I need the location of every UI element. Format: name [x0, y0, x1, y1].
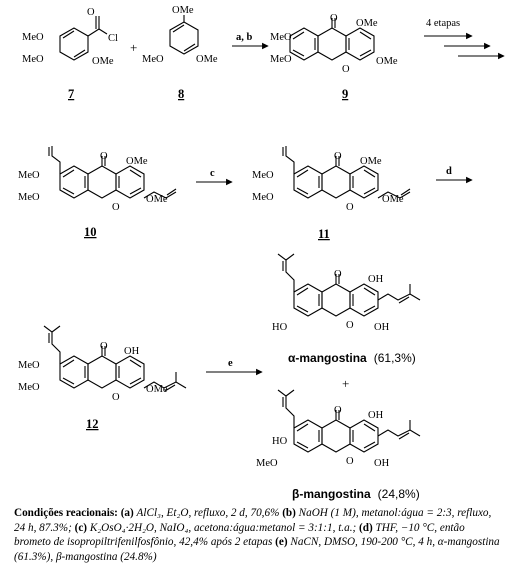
c8-meo: MeO: [142, 54, 164, 65]
compound-12-label: 12: [86, 417, 99, 431]
conditions-heading: Condições reacionais:: [14, 507, 118, 519]
beta-oh-top: OH: [368, 410, 384, 421]
compound-7-label: 7: [68, 87, 74, 101]
compound-7-structure: [59, 16, 108, 61]
c12-ring-o: O: [112, 392, 120, 403]
compound-9-label: 9: [342, 87, 348, 101]
c9-ome-right: OMe: [376, 56, 398, 67]
c11-ome-top: OMe: [360, 156, 382, 167]
c11-meo-top: MeO: [252, 170, 274, 181]
alpha-prenyl-right: [377, 283, 421, 304]
c10-ring-o: O: [112, 202, 120, 213]
c9-meo-bottom: MeO: [270, 54, 292, 65]
cond-e-tag: (e): [275, 536, 288, 549]
c12-carbonyl-o: O: [100, 341, 108, 352]
plus-sign-1: +: [130, 40, 137, 55]
beta-ring-o: O: [346, 456, 354, 467]
alpha-mangostin-yield: (61,3%): [374, 351, 416, 365]
beta-mangostin-name: β-mangostina: [292, 487, 371, 501]
c7-meo-bottom: MeO: [22, 54, 44, 65]
beta-mangostin-yield: (24,8%): [378, 487, 420, 501]
c11-carbonyl-o: O: [334, 151, 342, 162]
c10-carbonyl-o: O: [100, 151, 108, 162]
synthesis-scheme: O Cl MeO MeO OMe 7 + OMe MeO OMe 8 a, b …: [18, 5, 505, 501]
c11-meo-bottom: MeO: [252, 192, 274, 203]
alpha-prenyl-left: [277, 253, 295, 293]
c11-ring-o: O: [346, 202, 354, 213]
c12-oh: OH: [124, 346, 140, 357]
alpha-ring-o: O: [346, 320, 354, 331]
beta-meo-left: MeO: [256, 458, 278, 469]
compound-8-structure: [169, 15, 199, 55]
beta-prenyl-right: [377, 419, 421, 440]
c7-meo-top: MeO: [22, 32, 44, 43]
compound-8-label: 8: [178, 87, 184, 101]
alpha-mangostin-name: α-mangostina: [288, 351, 367, 365]
alpha-mangostin-caption: α-mangostina (61,3%): [288, 351, 416, 365]
reaction-conditions: Condições reacionais: (a) AlCl₃, Et₂O, r…: [14, 506, 504, 564]
c10-meo-bottom: MeO: [18, 192, 40, 203]
arrow-d-label: d: [446, 166, 452, 177]
c7-ome: OMe: [92, 56, 114, 67]
cond-c-tag: (c): [74, 521, 88, 534]
c10-meo-top: MeO: [18, 170, 40, 181]
cond-c-text: K₂OsO₄·2H₂O, NaIO₄, acetona:água:metanol…: [89, 521, 357, 534]
alpha-oh-top: OH: [368, 274, 384, 285]
c9-carbonyl-o: O: [330, 13, 338, 24]
c8-ome-right: OMe: [196, 54, 218, 65]
cond-d-tag: (d): [359, 521, 373, 534]
c12-prenyl-left: [43, 325, 61, 365]
c7-carbonyl-o: O: [87, 7, 95, 18]
cond-b-tag: (b): [282, 507, 296, 519]
c11-allyl-left: [282, 145, 295, 175]
c9-meo-top: MeO: [270, 32, 292, 43]
alpha-ho-left: HO: [272, 322, 288, 333]
beta-prenyl-left: [277, 389, 295, 429]
plus-sign-2: +: [342, 376, 349, 391]
beta-oh-right: OH: [374, 458, 390, 469]
c8-ome-top: OMe: [172, 5, 194, 16]
beta-mangostin-structure: [293, 409, 379, 453]
c12-meo-top: MeO: [18, 360, 40, 371]
arrow-e-label: e: [228, 358, 233, 369]
compound-11-label: 11: [318, 227, 330, 241]
alpha-carbonyl-o: O: [334, 269, 342, 280]
alpha-oh-right: OH: [374, 322, 390, 333]
c9-ring-o: O: [342, 64, 350, 75]
alpha-mangostin-structure: [293, 273, 379, 317]
beta-mangostin-caption: β-mangostina (24,8%): [292, 487, 420, 501]
cond-d-text: THF, −10 °C, então brometo de isopropilt…: [14, 521, 465, 549]
arrow-c-label: c: [210, 168, 215, 179]
c11-ome-right: OMe: [382, 194, 404, 205]
c10-ome-top: OMe: [126, 156, 148, 167]
arrow-ab-label: a, b: [236, 32, 253, 43]
cond-b-text: NaOH (1 M), metanol:água = 2:3, refluxo,…: [14, 507, 492, 534]
c12-ome-right: OMe: [146, 384, 168, 395]
cond-a-tag: (a): [120, 507, 134, 519]
compound-10-label: 10: [84, 225, 97, 239]
c10-ome-right: OMe: [146, 194, 168, 205]
c10-allyl-left: [48, 145, 61, 175]
arrow-steps-label: 4 etapas: [426, 18, 460, 29]
c7-cl: Cl: [108, 33, 118, 44]
c9-ome-top: OMe: [356, 18, 378, 29]
c12-meo-bottom: MeO: [18, 382, 40, 393]
beta-ho-left: HO: [272, 436, 288, 447]
beta-carbonyl-o: O: [334, 405, 342, 416]
cond-e-text: NaCN, DMSO, 190-200 °C, 4 h, α-mangostin…: [14, 536, 500, 563]
cond-a-text: AlCl₃, Et₂O, refluxo, 2 d, 70,6%: [136, 507, 280, 519]
